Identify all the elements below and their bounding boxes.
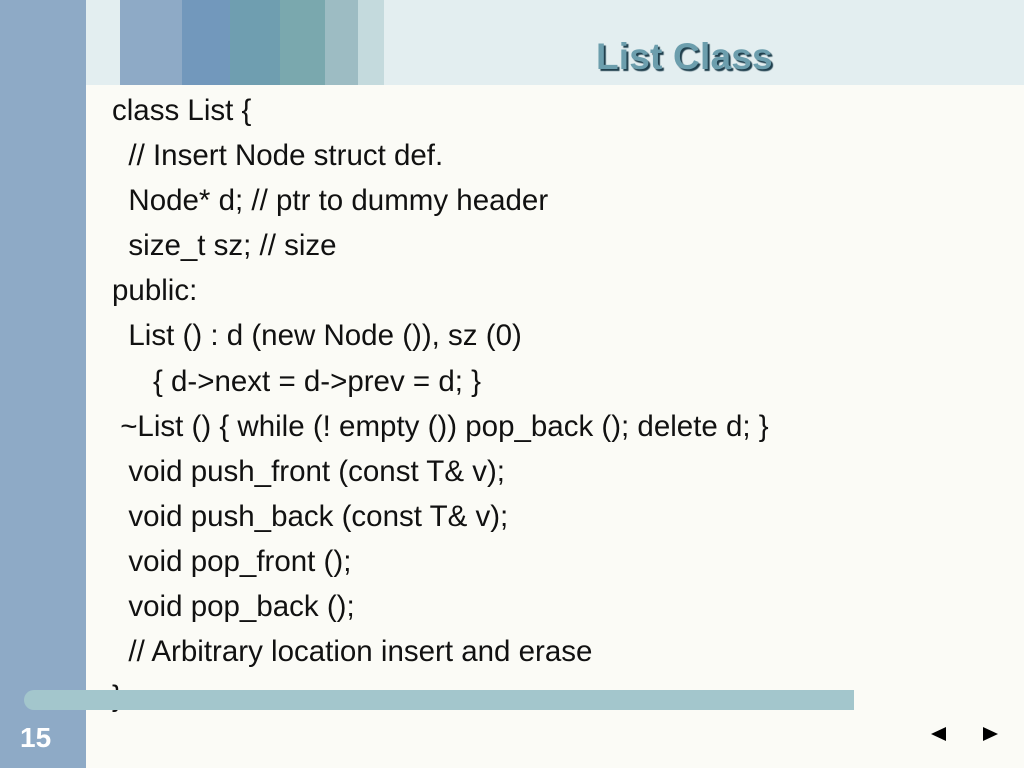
code-line: void push_front (const T& v);	[112, 454, 505, 488]
sidebar-band	[0, 0, 86, 768]
content-area	[86, 85, 1024, 768]
header-stripe	[358, 0, 384, 85]
code-line: void pop_back ();	[112, 590, 355, 624]
code-block: class List { // Insert Node struct def. …	[112, 88, 769, 719]
code-line: ~List () { while (! empty ()) pop_back (…	[112, 409, 769, 443]
code-line: { d->next = d->prev = d; }	[112, 364, 481, 398]
code-line: Node* d; // ptr to dummy header	[112, 184, 549, 218]
code-line: // Insert Node struct def.	[112, 139, 444, 173]
code-line: void push_back (const T& v);	[112, 499, 509, 533]
code-line: List () : d (new Node ()), sz (0)	[112, 319, 522, 353]
code-line: // Arbitrary location insert and erase	[112, 635, 593, 669]
code-line: public:	[112, 274, 198, 308]
header-stripe	[325, 0, 358, 85]
code-line: class List {	[112, 94, 252, 127]
header-stripe	[280, 0, 325, 85]
triangle-left-icon	[931, 727, 946, 741]
header-band	[0, 0, 1024, 85]
bottom-bar	[24, 690, 854, 710]
code-line: size_t sz; // size	[112, 229, 337, 263]
header-stripe	[182, 0, 230, 85]
triangle-right-icon	[983, 727, 998, 741]
previous-slide-button[interactable]	[925, 720, 953, 748]
header-stripe	[230, 0, 280, 85]
slide-number: 15	[20, 722, 52, 753]
next-slide-button[interactable]	[976, 720, 1004, 748]
header-stripe	[120, 0, 182, 85]
slide-title: List Class	[596, 36, 773, 77]
code-line: void pop_front ();	[112, 544, 352, 578]
